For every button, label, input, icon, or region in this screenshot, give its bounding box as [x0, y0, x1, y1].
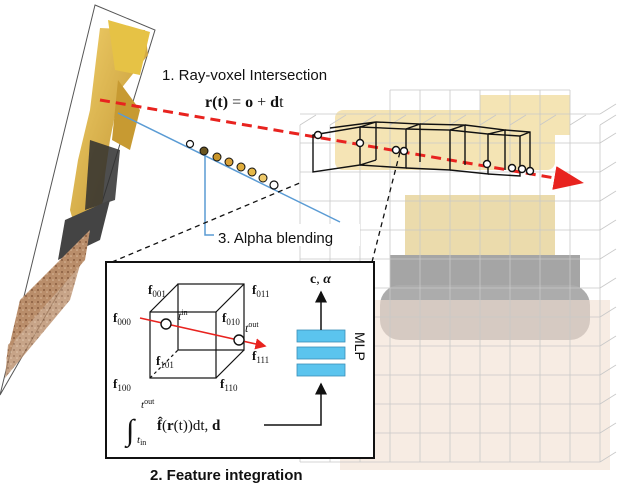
feature-integration-panel: f001 f011 f000 f010 f101 f111 f100 f110 … [105, 261, 375, 459]
step3-label-bg [214, 224, 360, 246]
ray-equation: r(t) = o + dt [205, 94, 284, 111]
sampled-points [185, 139, 279, 190]
step3-label: 3. Alpha blending [218, 230, 333, 247]
intersection-points [313, 130, 535, 176]
step1-label: 1. Ray-voxel Intersection [162, 67, 327, 84]
zoom-line-right [371, 151, 401, 263]
integral-expression: ∫ tout tin f̂(r(t))dt, d [124, 397, 221, 449]
svg-text:f̂(r(t))dt, d: f̂(r(t))dt, d [157, 416, 221, 434]
mlp-output: c, α [310, 272, 331, 287]
label-f001: f001 [148, 282, 166, 299]
label-t-in: tin [178, 308, 188, 323]
label-f111: f111 [252, 348, 269, 365]
blending-connectors [117, 112, 341, 236]
mlp-block: MLP [296, 329, 368, 377]
voxel-grid-scene [299, 89, 617, 470]
camera-ray [99, 98, 584, 190]
t-out-point [233, 334, 245, 346]
zoom-line-left [111, 181, 303, 263]
svg-text:tout: tout [141, 397, 155, 411]
excavator-photo [5, 20, 150, 378]
label-f100: f100 [113, 376, 131, 393]
label-f101: f101 [156, 353, 174, 370]
label-f000: f000 [113, 310, 131, 327]
label-f011: f011 [252, 282, 270, 299]
mlp-label: MLP [352, 332, 368, 361]
svg-text:∫: ∫ [124, 414, 136, 449]
intersected-voxels [312, 121, 531, 177]
svg-text:tin: tin [137, 434, 146, 447]
step2-label: 2. Feature integration [150, 467, 303, 484]
t-in-point [160, 318, 172, 330]
label-f010: f010 [222, 310, 240, 327]
integral-to-mlp-arrow [264, 382, 327, 426]
label-f110: f110 [220, 376, 238, 393]
label-t-out: tout [245, 320, 259, 335]
